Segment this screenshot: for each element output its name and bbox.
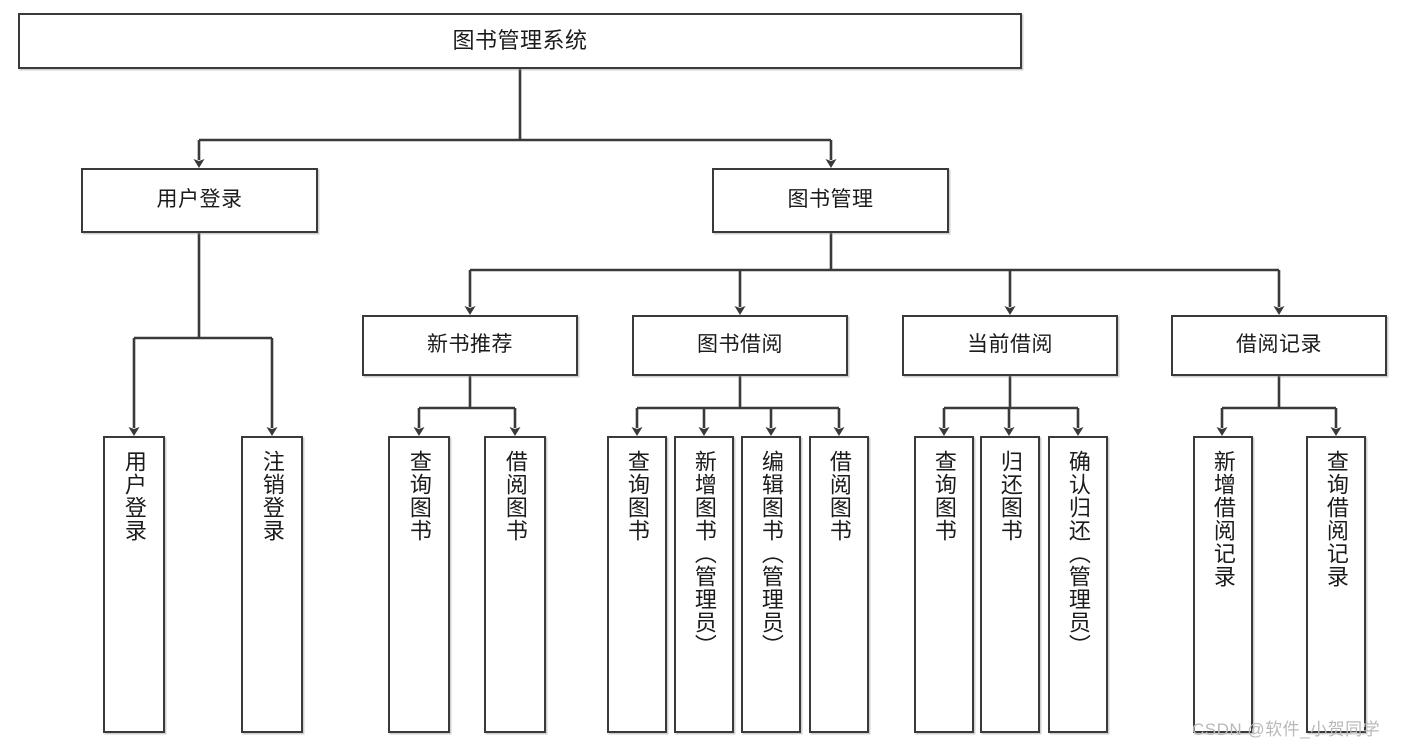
node-current-borrow-label: 当前借阅 [967,333,1053,357]
node-leaf-user-login[interactable]: 用户登录 [103,436,165,733]
node-leaf-query-book-1-label: 查询图书 [406,450,432,542]
node-borrow-record[interactable]: 借阅记录 [1171,315,1387,376]
node-leaf-user-login-label: 用户登录 [121,450,147,542]
node-leaf-query-book-2[interactable]: 查询图书 [607,436,667,733]
node-leaf-borrow-book-2[interactable]: 借阅图书 [809,436,869,733]
node-leaf-query-book-3[interactable]: 查询图书 [914,436,974,733]
node-leaf-add-record-label: 新增借阅记录 [1210,450,1236,588]
node-root-label: 图书管理系统 [452,28,588,54]
node-book-borrow-label: 图书借阅 [697,333,783,357]
node-leaf-user-logout-label: 注销登录 [259,450,285,542]
node-leaf-confirm-return[interactable]: 确认归还（管理员） [1048,436,1108,733]
node-leaf-confirm-return-label: 确认归还（管理员） [1065,450,1091,657]
node-new-book-recommend-label: 新书推荐 [427,333,513,357]
node-leaf-query-record[interactable]: 查询借阅记录 [1306,436,1366,733]
node-leaf-borrow-book-1[interactable]: 借阅图书 [484,436,546,733]
node-leaf-add-book-label: 新增图书（管理员） [691,450,717,657]
node-leaf-borrow-book-1-label: 借阅图书 [502,450,528,542]
node-book-borrow[interactable]: 图书借阅 [632,315,848,376]
node-leaf-query-record-label: 查询借阅记录 [1323,450,1349,588]
node-leaf-query-book-3-label: 查询图书 [931,450,957,542]
node-leaf-borrow-book-2-label: 借阅图书 [826,450,852,542]
node-borrow-record-label: 借阅记录 [1236,333,1322,357]
node-book-manage[interactable]: 图书管理 [712,168,949,233]
node-leaf-return-book-label: 归还图书 [997,450,1023,542]
node-leaf-query-book-1[interactable]: 查询图书 [388,436,450,733]
node-leaf-return-book[interactable]: 归还图书 [980,436,1040,733]
node-leaf-edit-book[interactable]: 编辑图书（管理员） [741,436,801,733]
node-book-manage-label: 图书管理 [787,188,874,212]
node-current-borrow[interactable]: 当前借阅 [902,315,1118,376]
node-root[interactable]: 图书管理系统 [18,13,1022,69]
node-new-book-recommend[interactable]: 新书推荐 [362,315,578,376]
node-leaf-edit-book-label: 编辑图书（管理员） [758,450,784,657]
node-leaf-user-logout[interactable]: 注销登录 [241,436,303,733]
node-leaf-query-book-2-label: 查询图书 [624,450,650,542]
node-user-login-label: 用户登录 [156,188,243,212]
node-user-login[interactable]: 用户登录 [81,168,318,233]
node-leaf-add-book[interactable]: 新增图书（管理员） [674,436,734,733]
csdn-watermark: CSDN @软件_小贺同学 [1192,720,1381,739]
node-leaf-add-record[interactable]: 新增借阅记录 [1193,436,1253,733]
